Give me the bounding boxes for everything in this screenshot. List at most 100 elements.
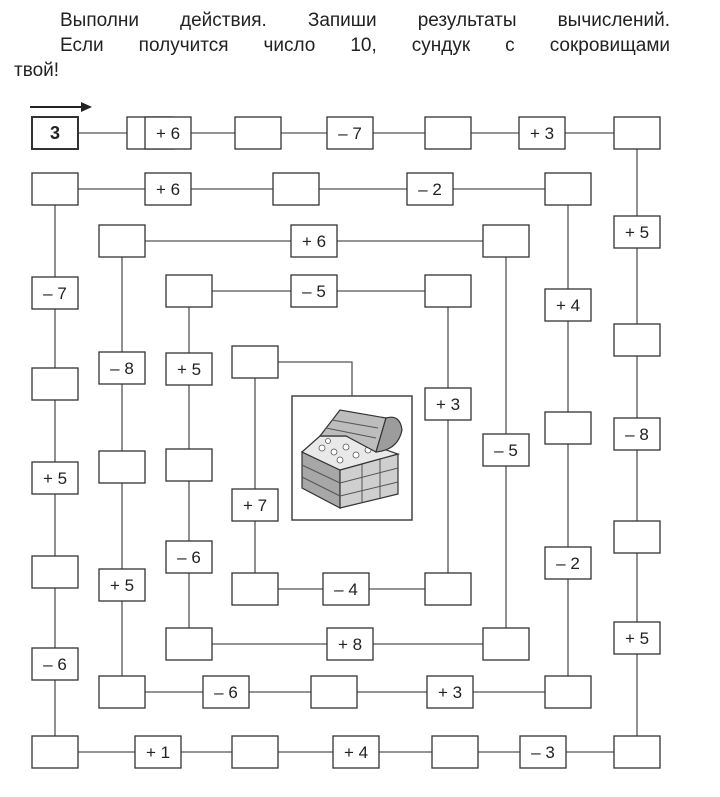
answer-box[interactable] <box>544 675 592 709</box>
operation-box: – 5 <box>290 274 338 308</box>
operation-box: + 5 <box>165 352 213 386</box>
instructions: Выполни действия. Запиши результаты вычи… <box>14 8 674 83</box>
operation-label: + 5 <box>177 360 201 379</box>
operation-box: + 3 <box>426 675 474 709</box>
box-frame <box>202 675 250 709</box>
path-boxes: 3 + 6 – 7 + 3 + 5 – 8 + 5 – 3 + 4 + 1 – 6 + 5 – 7 + 6… <box>31 116 661 769</box>
answer-box[interactable] <box>31 172 79 206</box>
operation-box: – 6 <box>31 647 79 681</box>
answer-box[interactable] <box>272 172 320 206</box>
answer-box[interactable] <box>424 274 472 308</box>
box-frame <box>310 675 358 709</box>
answer-box[interactable] <box>98 450 146 484</box>
operation-label: + 3 <box>438 683 462 702</box>
answer-box[interactable] <box>482 224 530 258</box>
box-frame <box>424 274 472 308</box>
operation-box: – 8 <box>98 351 146 385</box>
operation-label: – 4 <box>334 580 358 599</box>
answer-box[interactable] <box>613 323 661 357</box>
operation-label: – 2 <box>418 180 442 199</box>
operation-box: + 4 <box>332 735 380 769</box>
box-frame <box>544 546 592 580</box>
operation-label: + 5 <box>110 576 134 595</box>
operation-label: – 6 <box>177 548 201 567</box>
operation-box: + 8 <box>326 627 374 661</box>
box-frame <box>613 735 661 769</box>
operation-label: + 1 <box>146 743 170 762</box>
answer-box[interactable] <box>31 735 79 769</box>
answer-box[interactable] <box>98 675 146 709</box>
answer-box[interactable] <box>231 345 279 379</box>
instruction-line-2: Если получится число 10, сундук с сокров… <box>60 35 670 56</box>
operation-label: + 4 <box>556 296 580 315</box>
operation-label: – 5 <box>302 282 326 301</box>
answer-box[interactable] <box>544 411 592 445</box>
operation-label: + 6 <box>156 124 180 143</box>
operation-label: – 3 <box>531 743 555 762</box>
answer-box[interactable] <box>431 735 479 769</box>
box-frame <box>98 224 146 258</box>
box-frame <box>518 116 566 150</box>
operation-box: – 4 <box>322 572 370 606</box>
operation-label: + 7 <box>243 496 267 515</box>
answer-box[interactable] <box>613 520 661 554</box>
box-frame <box>165 627 213 661</box>
chest-connector <box>255 361 353 396</box>
answer-box[interactable] <box>231 735 279 769</box>
box-frame <box>31 172 79 206</box>
box-frame <box>31 367 79 401</box>
answer-box[interactable] <box>165 627 213 661</box>
operation-box: – 8 <box>613 417 661 451</box>
box-frame <box>31 276 79 310</box>
box-frame <box>326 627 374 661</box>
box-frame <box>431 735 479 769</box>
box-frame <box>31 735 79 769</box>
operation-label: + 3 <box>436 395 460 414</box>
operation-label: + 5 <box>625 629 649 648</box>
answer-box[interactable] <box>544 172 592 206</box>
answer-box[interactable] <box>310 675 358 709</box>
box-frame <box>231 572 279 606</box>
box-frame <box>424 572 472 606</box>
box-frame <box>613 323 661 357</box>
operation-box: – 7 <box>326 116 374 150</box>
operation-box: + 7 <box>231 488 279 522</box>
answer-box[interactable] <box>165 448 213 482</box>
operation-box: – 2 <box>406 172 454 206</box>
box-frame <box>144 172 192 206</box>
box-frame <box>31 116 79 150</box>
answer-box[interactable] <box>31 367 79 401</box>
operation-box: + 4 <box>544 288 592 322</box>
arrow-right-icon <box>30 102 92 112</box>
operation-box: – 3 <box>519 735 567 769</box>
start-box: 3 <box>31 116 79 150</box>
answer-box[interactable] <box>613 735 661 769</box>
box-frame <box>98 568 146 602</box>
operation-label: + 4 <box>344 743 368 762</box>
operation-box: – 7 <box>31 276 79 310</box>
answer-box[interactable] <box>613 116 661 150</box>
operation-box: – 6 <box>165 540 213 574</box>
answer-box[interactable] <box>482 627 530 661</box>
answer-box[interactable] <box>231 572 279 606</box>
operation-box: + 6 <box>144 116 192 150</box>
box-frame <box>613 520 661 554</box>
answer-box[interactable] <box>424 116 472 150</box>
box-frame <box>290 274 338 308</box>
answer-box[interactable] <box>31 555 79 589</box>
box-frame <box>482 224 530 258</box>
box-frame <box>613 116 661 150</box>
box-frame <box>322 572 370 606</box>
operation-label: + 6 <box>302 232 326 251</box>
operation-label: – 8 <box>625 425 649 444</box>
box-frame <box>144 116 192 150</box>
box-frame <box>231 735 279 769</box>
box-frame <box>426 675 474 709</box>
answer-box[interactable] <box>234 116 282 150</box>
operation-box: + 5 <box>31 461 79 495</box>
answer-box[interactable] <box>424 572 472 606</box>
start-value: 3 <box>50 123 60 143</box>
answer-box[interactable] <box>165 274 213 308</box>
answer-box[interactable] <box>98 224 146 258</box>
operation-label: – 6 <box>43 655 67 674</box>
